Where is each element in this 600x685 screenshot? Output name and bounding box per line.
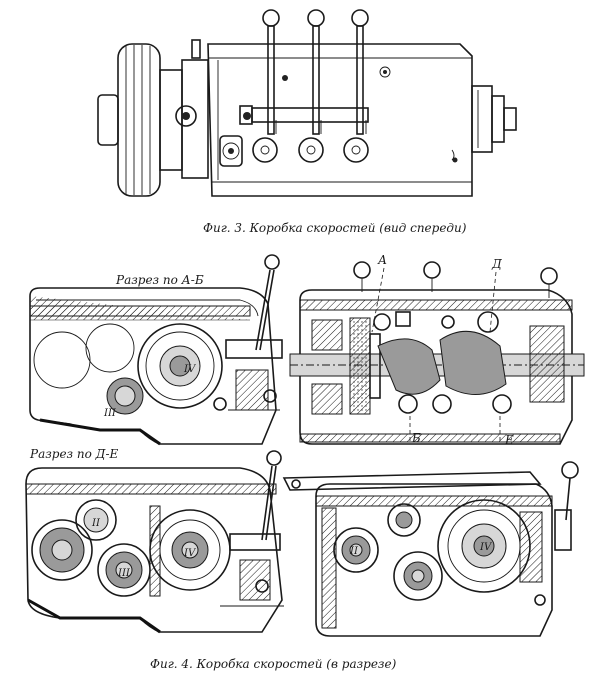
gauge-1: [353, 261, 371, 279]
label-iv-right: IV: [479, 542, 493, 553]
top-rail: [282, 471, 542, 491]
label-e: Е: [504, 433, 514, 447]
label-iii-mid: III: [117, 568, 131, 579]
gear-outline-2: [85, 323, 135, 373]
section-de-view: Разрез по Д-Е II III IV: [25, 447, 284, 634]
left-bearing-cap: [175, 105, 197, 127]
right-flange: [471, 85, 517, 153]
label-ii-right: II: [349, 546, 359, 557]
label-ii-mid: II: [91, 518, 101, 529]
gauge-3: [540, 267, 558, 285]
gauge-2: [423, 261, 441, 279]
section-ab-view: Разрез по А-Б IV III: [29, 254, 283, 446]
section-de-label: Разрез по Д-Е: [29, 447, 118, 461]
right-section-view: II IV: [282, 461, 579, 637]
gear-ii-right: [333, 527, 379, 573]
gear-ii-mid: [75, 499, 117, 541]
label-d: Д: [491, 257, 502, 271]
figure-3-caption: Фиг. 3. Коробка скоростей (вид спереди): [203, 221, 467, 235]
label-iii-top: III: [103, 408, 117, 419]
left-flange: [181, 59, 209, 179]
lever-guide-bar: [251, 107, 369, 123]
gear-outline-1: [33, 331, 91, 389]
gear-iv: [137, 323, 223, 409]
lever-knob-de: [266, 450, 282, 466]
right-bearing: [529, 325, 565, 403]
label-iv-top: IV: [183, 364, 197, 375]
gearbox-housing: [207, 43, 473, 197]
gauge-4: [561, 461, 579, 479]
label-iv-mid: IV: [183, 548, 197, 559]
figure-3-front-view: Фиг. 3. Коробка скоростей (вид спереди): [97, 9, 517, 235]
figure-4-caption: Фиг. 4. Коробка скоростей (в разрезе): [150, 657, 397, 671]
gear-de-left: [31, 519, 93, 581]
label-b: Б: [411, 431, 421, 445]
gear-cluster: [373, 311, 512, 414]
shift-lever-1: [252, 9, 280, 163]
section-ab-label: Разрез по А-Б: [115, 273, 204, 287]
label-a: А: [377, 253, 387, 267]
lever-knob-ab: [264, 254, 280, 270]
left-shaft-end: [182, 112, 190, 120]
main-section-view: А Д: [289, 253, 585, 447]
shift-lever-3: [343, 9, 369, 163]
shift-lever-2: [298, 9, 325, 163]
pulley: [97, 43, 183, 197]
